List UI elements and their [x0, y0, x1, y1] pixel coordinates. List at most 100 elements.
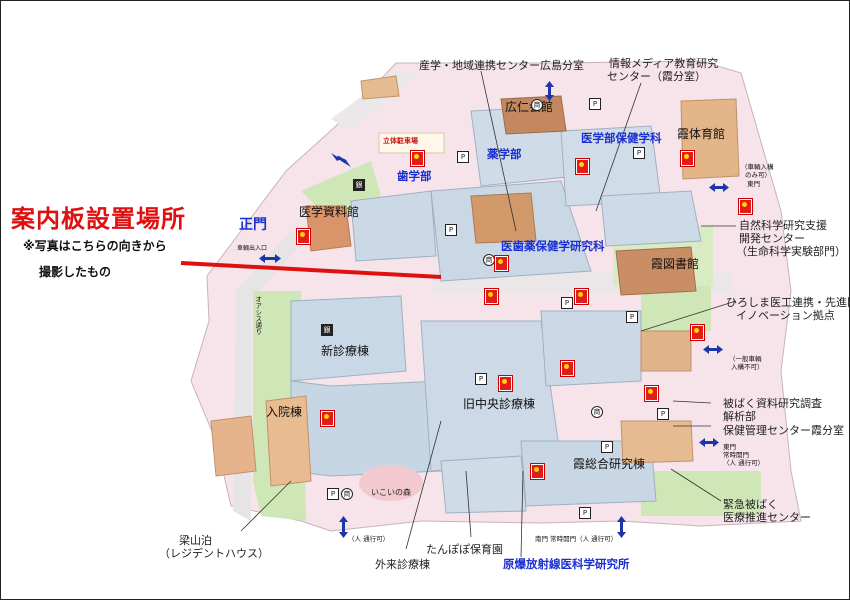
label-kinkyu-1: 緊急被ばく — [723, 498, 778, 511]
gate-east-top-2: のみ可） — [745, 171, 771, 179]
label-ishiyaku: 医歯薬保健学研究科 — [501, 239, 605, 253]
label-igaku-shiryo: 医学資料館 — [299, 205, 360, 219]
label-tanpopo: たんぽぽ保育園 — [426, 543, 503, 556]
gate-east-always-1: 東門 — [723, 443, 736, 451]
atm-icon: 銀 — [353, 179, 365, 191]
note-line-2: 撮影したもの — [39, 265, 112, 279]
arrow-main-gate — [259, 254, 281, 263]
label-gairai: 外来診療棟 — [375, 558, 430, 571]
parking-icon: P — [626, 311, 638, 323]
gate-east-always-3: （人 通行可） — [723, 459, 765, 467]
arrow-east-bottom — [699, 438, 719, 447]
restaurant-icon: 商 — [591, 406, 603, 418]
label-genbaku: 原爆放射線医科学研究所 — [503, 557, 630, 571]
label-nyuin: 入院棟 — [266, 405, 303, 419]
parking-tower-label: 立体駐車場 — [383, 137, 418, 145]
bldg-east-labs — [600, 190, 702, 247]
gate-ippan-2: 入構不可） — [731, 363, 764, 371]
label-hibaku-2: 解析部 — [723, 410, 756, 423]
viewing-direction-line — [180, 261, 442, 279]
west-road — [233, 231, 313, 521]
label-shizen-3: （生命科学実験部門） — [736, 245, 846, 258]
aed-icon — [739, 199, 752, 214]
label-igaku-hoken: 医学部保健学科 — [581, 131, 662, 145]
parking-icon: P — [327, 488, 339, 500]
label-shizen-2: 開発センター — [739, 232, 805, 245]
aed-icon — [531, 464, 544, 479]
bldg-east-tan — [620, 420, 694, 464]
aed-icon — [297, 229, 310, 244]
label-kinkyu-2: 医療推進センター — [723, 511, 811, 524]
leader-lines — [240, 70, 737, 558]
label-kojinkai: 広仁会館 — [505, 100, 554, 114]
arrow-east-top — [709, 183, 729, 192]
parking-icon: P — [475, 373, 487, 385]
parking-icon: P — [561, 297, 573, 309]
bldg-shin-shinryo — [290, 295, 407, 382]
parking-icon: P — [657, 408, 669, 420]
label-hoken-kanri: 保健管理センター霞分室 — [723, 424, 844, 437]
aed-icon — [681, 151, 694, 166]
restaurant-icon: 商 — [483, 254, 495, 266]
west-road-label: オアシス通り — [253, 296, 262, 335]
gate-ippan-1: （一般車輌 — [729, 355, 762, 363]
bldg-ryozanpaku — [210, 415, 257, 477]
bldg-nw-tan — [360, 75, 400, 100]
aed-icon — [691, 325, 704, 340]
bldg-tan-center — [470, 192, 537, 244]
label-shizen-1: 自然科学研究支援 — [739, 219, 827, 232]
aed-icon — [495, 256, 508, 271]
label-kyu-chuo: 旧中央診療棟 — [463, 397, 536, 411]
aed-icon — [576, 159, 589, 174]
gate-west-bottom: （人 通行可） — [348, 535, 390, 543]
parking-icon: P — [633, 147, 645, 159]
label-ryozanpaku-1: 梁山泊 — [179, 534, 212, 547]
note-line-1: ※写真はこちらの向きから — [23, 239, 167, 253]
map-heading: 案内板設置場所 — [11, 205, 186, 233]
bldg-shigaku — [350, 190, 437, 262]
label-kasumi-sogo: 霞総合研究棟 — [573, 457, 646, 471]
ikoi-forest — [359, 465, 423, 501]
bldg-kojinkai — [500, 95, 567, 135]
arrow-south — [617, 516, 626, 538]
bldg-south-tan — [640, 330, 692, 372]
restaurant-icon: 商 — [531, 99, 543, 111]
label-shin-shinryo: 新診療棟 — [321, 344, 370, 358]
north-road — [331, 71, 421, 131]
label-sangaku: 産学・地域連携センター広島分室 — [419, 59, 584, 72]
aed-icon — [485, 289, 498, 304]
aed-icon — [499, 376, 512, 391]
lawn-south-east — [641, 471, 761, 516]
parking-icon: P — [579, 507, 591, 519]
aed-icon — [561, 361, 574, 376]
main-gate-label: 正門 — [239, 217, 267, 233]
label-hiroshima-1: ひろしま医工連携・先進医療 — [726, 296, 849, 309]
bldg-nyuin-front — [265, 395, 312, 487]
arrow-east-mid — [703, 345, 723, 354]
bldg-nyuin — [290, 380, 442, 477]
restaurant-icon: 商 — [341, 488, 353, 500]
label-joho-1: 情報メディア教育研究 — [609, 57, 719, 70]
gate-east-top-1: （車輌入構 — [741, 163, 774, 171]
main-gate-sub: 車輌出入口 — [237, 245, 268, 252]
bldg-library — [615, 246, 697, 296]
arrow-west-bottom — [339, 516, 348, 538]
gate-east-always-2: 常時開門 — [723, 451, 749, 459]
label-shigaku: 歯学部 — [397, 169, 432, 183]
gate-south-always: 南門 常時開門（人 通行可） — [535, 535, 618, 543]
label-hibaku-1: 被ばく資料研究調査 — [723, 397, 822, 410]
label-kasumi-gym: 霞体育館 — [677, 127, 726, 141]
gate-arrows — [259, 81, 729, 538]
arrow-northwest — [331, 153, 351, 167]
aed-icon — [575, 289, 588, 304]
arrow-north — [545, 81, 554, 101]
bldg-gairai — [440, 455, 527, 514]
gate-east-top-3: 東門 — [747, 180, 760, 188]
aed-icon — [411, 151, 424, 166]
label-ryozanpaku-2: （レジデントハウス） — [159, 547, 269, 560]
label-kasumi-library: 霞図書館 — [651, 257, 700, 271]
label-ikoi: いこいの森 — [371, 488, 411, 497]
aed-icon — [645, 386, 658, 401]
